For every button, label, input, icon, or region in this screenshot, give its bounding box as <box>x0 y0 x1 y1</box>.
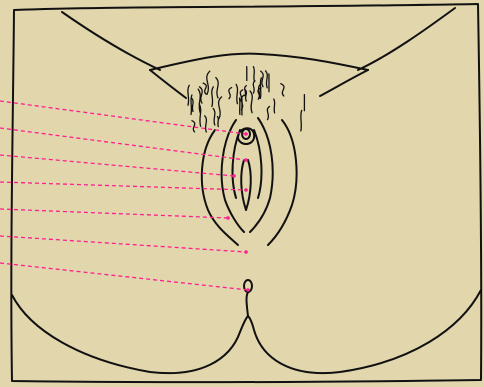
pubic-hair <box>188 67 304 132</box>
hair-strand <box>253 81 255 93</box>
leader-endpoint <box>244 250 248 254</box>
abdomen-lower-contour <box>150 54 368 70</box>
leader-line <box>0 182 246 190</box>
intergluteal-cleft <box>247 292 249 316</box>
abdomen-fold-left <box>62 12 160 70</box>
hair-strand <box>212 87 214 107</box>
leader-line <box>0 236 246 252</box>
buttock-left-contour <box>12 295 248 373</box>
hair-strand <box>281 84 284 96</box>
hair-strand <box>218 117 219 127</box>
hair-strand <box>250 91 252 113</box>
leader-endpoint <box>244 158 248 162</box>
hair-strand <box>192 121 195 132</box>
leader-line <box>0 128 246 160</box>
leader-line <box>0 155 234 176</box>
hair-strand <box>253 67 254 82</box>
leader-lines <box>0 101 250 292</box>
leader-endpoint <box>226 216 230 220</box>
hair-strand <box>216 78 218 98</box>
labia-minora-right-inner <box>254 130 261 198</box>
hair-strand <box>188 85 189 105</box>
hair-strand <box>219 97 222 119</box>
hair-strand <box>207 71 210 94</box>
hair-strand <box>192 98 193 111</box>
hair-strand <box>205 116 207 132</box>
leader-line <box>0 101 246 134</box>
hair-strand <box>274 99 275 113</box>
hair-strand <box>203 83 206 94</box>
leader-line <box>0 209 228 218</box>
hair-strand <box>229 88 232 99</box>
leader-line <box>0 263 248 290</box>
leader-endpoint <box>246 288 250 292</box>
groin-crease-left <box>150 70 186 98</box>
vaginal-opening <box>241 160 251 210</box>
leader-endpoint <box>244 132 248 136</box>
hair-strand <box>213 108 215 125</box>
hair-strand <box>301 110 302 131</box>
hair-strand <box>266 71 268 88</box>
hair-strand <box>267 106 269 119</box>
frame-border <box>11 4 481 382</box>
clitoral-hood <box>238 128 254 144</box>
hair-strand <box>236 84 237 103</box>
groin-crease-right <box>320 70 368 96</box>
leader-endpoint <box>244 188 248 192</box>
labia-majora-left <box>202 130 238 245</box>
leader-endpoint <box>232 174 236 178</box>
abdomen-fold-right <box>358 8 455 70</box>
buttock-right-contour <box>248 290 481 373</box>
